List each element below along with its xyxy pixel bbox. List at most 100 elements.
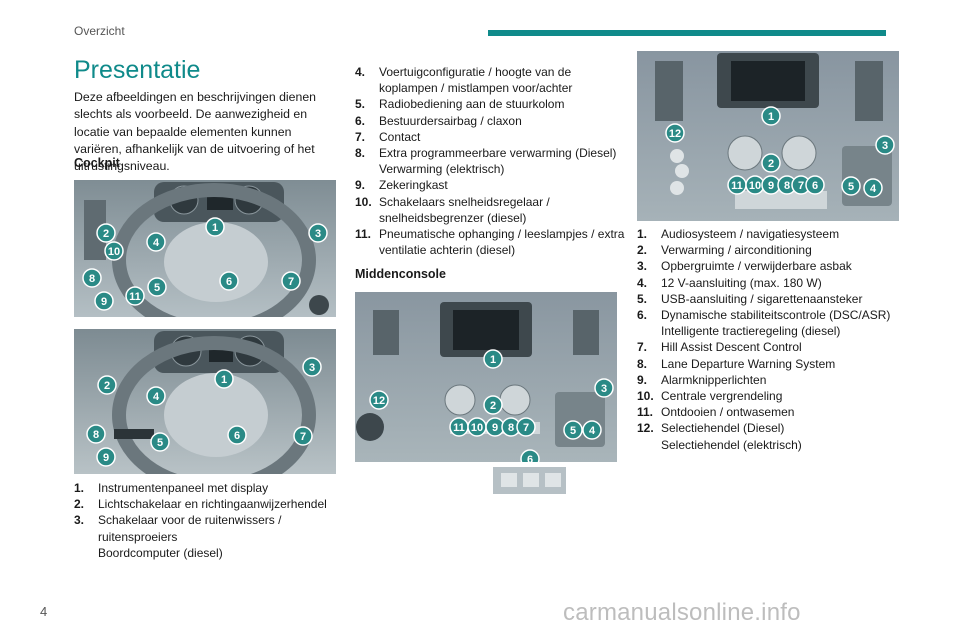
callout-marker: 10 bbox=[745, 175, 765, 195]
callout-label: 9 bbox=[101, 296, 107, 308]
callout-circle bbox=[761, 106, 781, 126]
item-number: 1. bbox=[637, 227, 648, 241]
item-number: 6. bbox=[637, 308, 648, 323]
item-text: Radiobediening aan de stuurkolom bbox=[379, 96, 627, 112]
console-switch-strip bbox=[493, 467, 566, 494]
callout-circle bbox=[147, 277, 167, 297]
callout-label: 4 bbox=[153, 237, 160, 249]
callout-marker: 2 bbox=[97, 375, 117, 395]
callout-label: 1 bbox=[212, 222, 218, 234]
list-item: 6. Dynamische stabiliteitscontrole (DSC/A… bbox=[637, 307, 899, 339]
item-number: 9. bbox=[637, 372, 648, 387]
callout-marker: 1 bbox=[205, 217, 225, 237]
list-item: 11.Pneumatische ophanging / leeslampjes … bbox=[355, 226, 627, 258]
item-number: 4. bbox=[355, 65, 366, 79]
callout-marker: 11 bbox=[449, 417, 469, 437]
callout-circle bbox=[146, 386, 166, 406]
callout-label: 9 bbox=[492, 422, 498, 434]
item-line: Schakelaars snelheidsregelaar / snelheid… bbox=[379, 194, 550, 225]
callout-label: 7 bbox=[288, 276, 294, 288]
callout-marker: 8 bbox=[86, 424, 106, 444]
item-text: Centrale vergrendeling bbox=[661, 388, 899, 404]
callout-circle bbox=[308, 223, 328, 243]
item-text: Pneumatische ophanging / leeslampjes / e… bbox=[379, 226, 627, 258]
console-heading: Middenconsole bbox=[355, 267, 446, 281]
callout-marker: 1 bbox=[483, 349, 503, 369]
list-item: 8.Extra programmeerbare verwarming (Dies… bbox=[355, 145, 627, 177]
item-line: Contact bbox=[379, 129, 421, 144]
list-item: 10. Centrale vergrendeling bbox=[637, 388, 899, 404]
callout-label: 3 bbox=[315, 228, 321, 240]
callout-label: 5 bbox=[570, 425, 576, 437]
callout-marker: 4 bbox=[146, 386, 166, 406]
callout-marker: 7 bbox=[516, 417, 536, 437]
item-line: Selectiehendel (elektrisch) bbox=[661, 437, 802, 452]
callout-circle bbox=[281, 271, 301, 291]
item-number: 10. bbox=[637, 389, 654, 404]
callout-label: 12 bbox=[669, 128, 681, 140]
callout-circle bbox=[205, 217, 225, 237]
callout-marker: 12 bbox=[665, 123, 685, 143]
item-number: 7. bbox=[355, 129, 366, 144]
callout-marker: 2 bbox=[761, 153, 781, 173]
item-text: Schakelaars snelheidsregelaar / snelheid… bbox=[379, 194, 627, 226]
item-text: Audiosysteem / navigatiesysteem bbox=[661, 226, 899, 242]
callout-marker: 12 bbox=[369, 390, 389, 410]
item-number: 4. bbox=[637, 275, 648, 290]
item-text: Opbergruimte / verwijderbare asbak bbox=[661, 258, 899, 274]
item-number: 2. bbox=[637, 243, 648, 258]
callout-marker: 4 bbox=[582, 420, 602, 440]
item-text: Hill Assist Descent Control bbox=[661, 339, 899, 355]
item-line: Voertuigconfiguratie / hoogte van de kop… bbox=[379, 65, 573, 96]
item-text: USB-aansluiting / sigarettenaansteker bbox=[661, 291, 899, 307]
item-number: 7. bbox=[637, 340, 648, 355]
callout-circle bbox=[227, 425, 247, 445]
item-line: Pneumatische ophanging / leeslampjes / e… bbox=[379, 227, 625, 258]
item-text: Voertuigconfiguratie / hoogte van de kop… bbox=[379, 64, 627, 96]
callout-circle bbox=[516, 417, 536, 437]
item-line: Verwarming (elektrisch) bbox=[379, 162, 505, 177]
callout-marker: 3 bbox=[594, 378, 614, 398]
item-line: Lichtschakelaar en richtingaanwijzerhend… bbox=[98, 497, 327, 512]
item-text: Dynamische stabiliteitscontrole (DSC/ASR… bbox=[661, 307, 899, 339]
list-item: 8.Lane Departure Warning System bbox=[637, 356, 899, 372]
callout-circle bbox=[520, 449, 540, 462]
callout-circle bbox=[805, 175, 825, 195]
callout-label: 5 bbox=[154, 282, 160, 294]
callout-label: 4 bbox=[870, 183, 877, 195]
callout-marker: 4 bbox=[146, 232, 166, 252]
switch-1 bbox=[501, 473, 517, 487]
callout-marker: 6 bbox=[805, 175, 825, 195]
callout-label: 11 bbox=[731, 180, 743, 192]
cockpit-heading: Cockpit bbox=[74, 156, 120, 170]
list-item: 4. 12 V-aansluiting (max. 180 W) bbox=[637, 275, 899, 291]
callout-circle bbox=[761, 153, 781, 173]
item-line: 12 V-aansluiting (max. 180 W) bbox=[661, 275, 822, 290]
callout-label: 2 bbox=[490, 400, 496, 412]
callout-marker: 3 bbox=[875, 135, 895, 155]
item-line: Centrale vergrendeling bbox=[661, 389, 783, 404]
callout-marker: 2 bbox=[483, 395, 503, 415]
callout-label: 8 bbox=[784, 180, 790, 192]
callout-marker: 9 bbox=[485, 417, 505, 437]
callout-circle bbox=[483, 395, 503, 415]
callout-circle bbox=[97, 375, 117, 395]
callout-label: 1 bbox=[490, 354, 496, 366]
callout-marker: 6 bbox=[227, 425, 247, 445]
item-number: 12. bbox=[637, 421, 654, 436]
callout-label: 5 bbox=[848, 181, 854, 193]
switch-3 bbox=[545, 473, 561, 487]
callout-label: 4 bbox=[153, 391, 160, 403]
item-line: Selectiehendel (Diesel) bbox=[661, 421, 785, 436]
list-item: 12. Selectiehendel (Diesel)Selectiehendel… bbox=[637, 420, 899, 452]
callout-marker: 5 bbox=[150, 432, 170, 452]
switch-2 bbox=[523, 473, 539, 487]
callout-label: 10 bbox=[749, 180, 761, 192]
callout-marker: 9 bbox=[94, 291, 114, 311]
item-number: 10. bbox=[355, 194, 372, 209]
callout-circle bbox=[594, 378, 614, 398]
item-number: 9. bbox=[355, 178, 366, 193]
callout-marker: 5 bbox=[147, 277, 167, 297]
callout-label: 1 bbox=[221, 374, 227, 386]
